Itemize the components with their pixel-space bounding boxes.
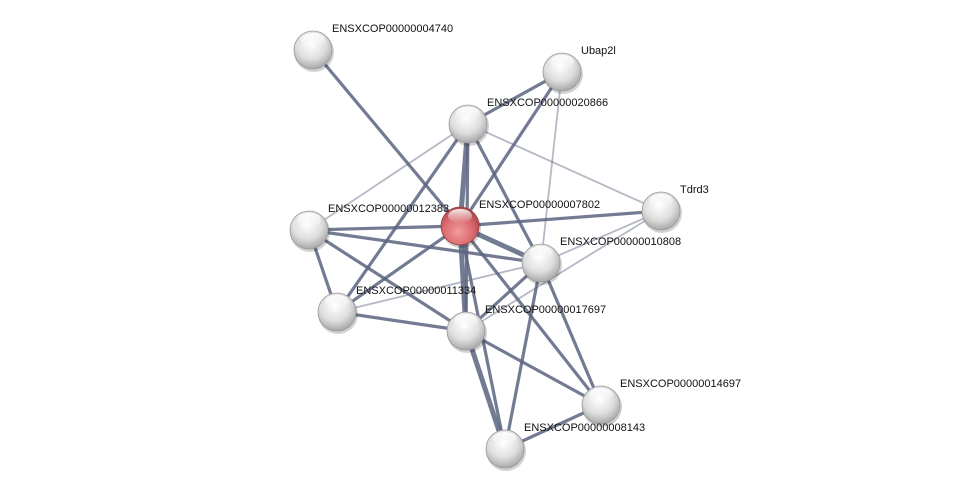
edge-n10808-n14697[interactable] [539, 262, 603, 406]
node-label: ENSXCOP00000010808 [560, 236, 681, 248]
edge-n20866-n10808[interactable] [466, 123, 543, 264]
edge-n10808-n8143[interactable] [503, 262, 543, 450]
node-highlight [325, 295, 349, 309]
node-highlight [301, 33, 325, 47]
edge-ubap2l-n7802[interactable] [458, 71, 564, 227]
node-label: ENSXCOP00000017697 [485, 304, 606, 316]
edge-n12383-n17697[interactable] [308, 228, 467, 333]
node-highlight [297, 213, 321, 227]
node-n7802[interactable]: ENSXCOP00000007802 [440, 199, 600, 248]
edge-tdrd3-n10808[interactable] [540, 210, 662, 264]
node-highlight [493, 432, 517, 446]
node-n8143[interactable]: ENSXCOP00000008143 [485, 422, 645, 471]
node-highlight [454, 314, 478, 328]
node-label: ENSXCOP00000008143 [524, 422, 645, 434]
edge-n20866-n12383[interactable] [308, 123, 469, 231]
edge-n7802-tdrd3[interactable] [459, 209, 662, 228]
edge-tdrd3-n17697[interactable] [465, 210, 662, 332]
edge-n17697-n14697[interactable] [465, 329, 602, 407]
node-n14697[interactable]: ENSXCOP00000014697 [581, 378, 741, 427]
node-highlight [448, 209, 472, 223]
node-n10808[interactable]: ENSXCOP00000010808 [521, 236, 681, 285]
node-n20866[interactable]: ENSXCOP00000020866 [448, 97, 608, 146]
node-highlight [550, 55, 574, 69]
edge-n17697-n8143[interactable] [463, 330, 508, 450]
node-n11334[interactable]: ENSXCOP00000011334 [317, 285, 476, 334]
edge-n11334-n17697[interactable] [336, 310, 467, 333]
edge-n20866-tdrd3[interactable] [467, 123, 662, 212]
node-label: ENSXCOP00000007802 [479, 199, 600, 211]
edge-n12383-n10808[interactable] [308, 228, 542, 265]
node-label: ENSXCOP00000011334 [356, 285, 476, 297]
node-label: ENSXCOP00000014697 [620, 378, 741, 390]
edge-n12383-n7802[interactable] [308, 224, 461, 232]
edge-n7802-n11334[interactable] [336, 224, 461, 314]
edge-n4740-n7802[interactable] [311, 48, 462, 228]
node-label: ENSXCOP00000012383 [328, 203, 449, 215]
node-highlight [456, 107, 480, 121]
edge-n20866-n11334[interactable] [335, 123, 470, 313]
node-n4740[interactable]: ENSXCOP00000004740 [293, 23, 453, 72]
node-highlight [649, 194, 673, 208]
node-n17697[interactable]: ENSXCOP00000017697 [446, 304, 606, 353]
node-n12383[interactable]: ENSXCOP00000012383 [289, 203, 449, 252]
node-label: ENSXCOP00000004740 [332, 23, 453, 35]
edge-ubap2l-n10808[interactable] [540, 71, 563, 264]
node-highlight [589, 388, 613, 402]
edge-n10808-n11334[interactable] [336, 262, 542, 313]
node-label: Ubap2l [581, 45, 616, 57]
node-tdrd3[interactable]: Tdrd3 [641, 184, 709, 233]
node-ubap2l[interactable]: Ubap2l [542, 45, 616, 94]
node-label: Tdrd3 [680, 184, 709, 196]
node-highlight [529, 246, 553, 260]
node-label: ENSXCOP00000020866 [487, 97, 608, 109]
